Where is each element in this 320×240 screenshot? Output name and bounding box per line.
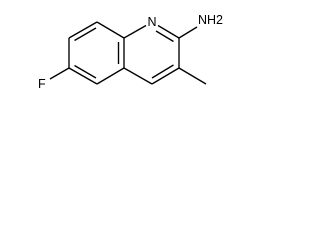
ring-nitrogen-atom-label: N — [147, 15, 156, 29]
bond-c8-c7 — [68, 21, 98, 39]
bond-c8a-n1 — [123, 24, 147, 39]
double-bond-c3-c4-inner — [151, 64, 174, 79]
bond-c8a-c8 — [96, 21, 125, 39]
double-bond-n1-c2-inner — [155, 30, 174, 43]
bond-c4-c4a — [123, 67, 153, 85]
bond-c3-methyl — [178, 67, 207, 85]
fluorine-atom-label: F — [38, 77, 46, 91]
bond-c6-c5 — [68, 67, 98, 85]
double-bond-c8-c7-inner — [74, 27, 97, 42]
amine-group-label: NH2 — [198, 13, 223, 27]
bond-c6-fluorine — [49, 67, 70, 80]
bond-c3-c4 — [151, 67, 180, 85]
quinoline-structure-diagram: F N NH2 — [38, 13, 223, 91]
bond-c2-amine — [178, 26, 198, 39]
double-bond-c6-c5-inner — [74, 64, 97, 79]
bond-c5-c4a — [96, 67, 125, 85]
bond-n1-c2 — [157, 24, 180, 39]
